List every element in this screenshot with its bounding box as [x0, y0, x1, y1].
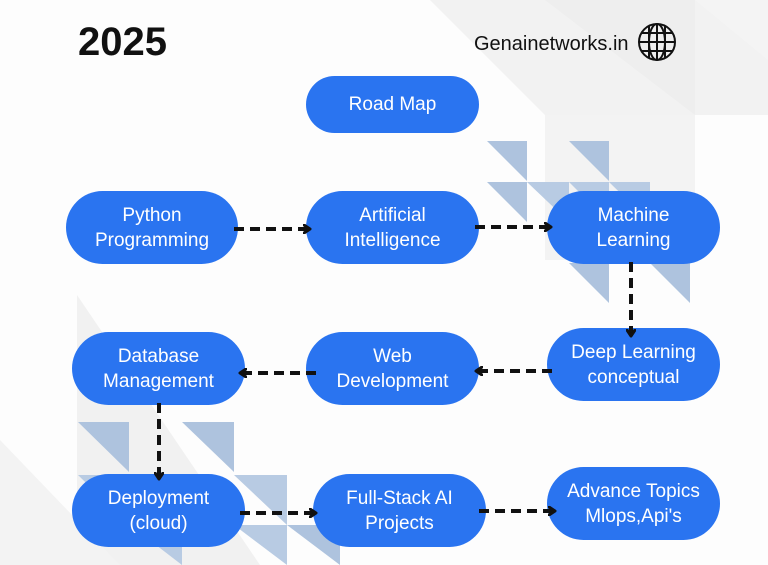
node-advance-topics[interactable]: Advance Topics Mlops,Api's	[547, 467, 720, 540]
globe-icon	[637, 22, 677, 67]
year-title: 2025	[78, 20, 167, 64]
node-artificial-intelligence[interactable]: Artificial Intelligence	[306, 191, 479, 264]
website-link[interactable]: Genainetworks.in	[474, 32, 629, 55]
node-python-programming[interactable]: Python Programming	[66, 191, 238, 264]
node-database-management[interactable]: Database Management	[72, 332, 245, 405]
node-machine-learning[interactable]: Machine Learning	[547, 191, 720, 264]
brand: Genainetworks.in	[474, 22, 677, 61]
node-full-stack-ai[interactable]: Full-Stack AI Projects	[313, 474, 486, 547]
node-deployment-cloud[interactable]: Deployment (cloud)	[72, 474, 245, 547]
node-web-development[interactable]: Web Development	[306, 332, 479, 405]
roadmap-title-badge: Road Map	[306, 76, 479, 133]
node-deep-learning[interactable]: Deep Learning conceptual	[547, 328, 720, 401]
